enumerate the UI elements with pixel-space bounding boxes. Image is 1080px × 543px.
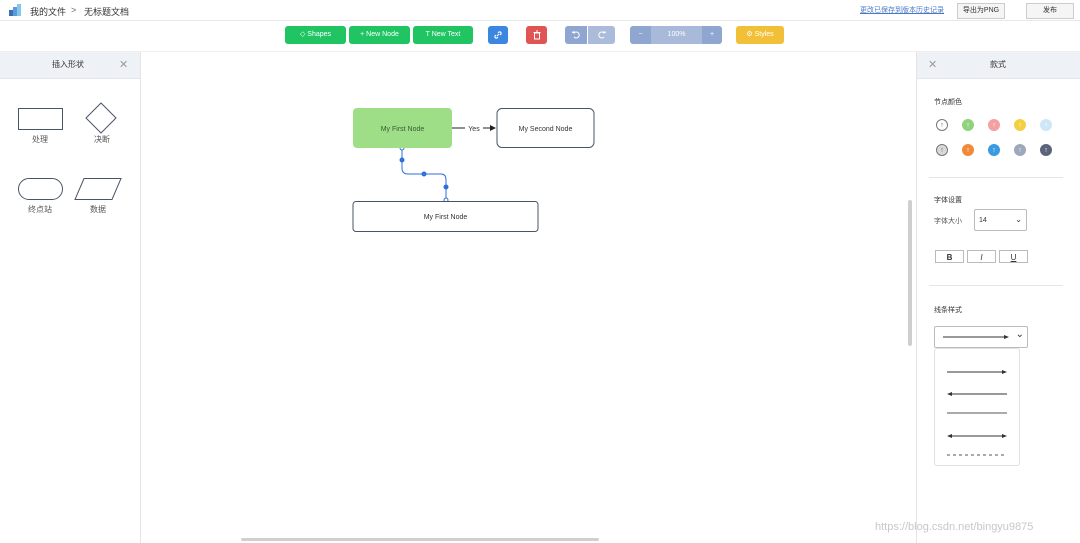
node-second[interactable]	[496, 108, 595, 148]
connector-handle[interactable]	[399, 157, 405, 163]
breadcrumb-root[interactable]: 我的文件	[30, 7, 67, 17]
new-text-button-label: New Text	[431, 31, 461, 38]
diagram-svg: Yes My First Node My Second Node My Firs…	[352, 108, 595, 232]
line-style-select[interactable]: ⌄	[934, 326, 1028, 348]
style-panel-header: ✕ 款式	[917, 52, 1080, 79]
shape-decision-label: 决断	[94, 135, 110, 144]
line-style-option-double-arrow[interactable]	[947, 434, 1007, 438]
style-panel-title: 款式	[990, 60, 1006, 69]
node-color-swatch[interactable]: ↑	[988, 144, 1000, 156]
node-color-title: 节点颜色	[934, 99, 962, 106]
node-color-swatch[interactable]: ↑	[1040, 119, 1052, 131]
font-settings-title: 字体设置	[934, 197, 962, 204]
version-history-link[interactable]: 更改已保存到版本历史记录	[860, 7, 944, 14]
undo-button[interactable]	[565, 26, 587, 44]
redo-button[interactable]	[588, 26, 615, 44]
italic-button[interactable]: I	[967, 250, 996, 263]
line-style-title: 线条样式	[934, 307, 962, 314]
divider	[929, 285, 1063, 286]
toolbar: ◇ Shapes + New Node T New Text − 100% + …	[0, 21, 1080, 52]
gear-icon: ⚙	[746, 31, 755, 38]
line-style-dropdown	[934, 348, 1020, 466]
node-color-swatch[interactable]: ↑	[962, 119, 974, 131]
chevron-down-icon: ⌄	[1015, 329, 1024, 340]
node-second-label: My Second Node	[519, 126, 573, 133]
arrow-right-line-icon	[943, 335, 1009, 339]
export-png-button[interactable]: 导出为PNG	[957, 3, 1005, 19]
node-first-label: My First Node	[381, 126, 425, 133]
diamond-icon: ◇	[299, 31, 308, 38]
node-first[interactable]	[353, 108, 452, 148]
insert-shapes-panel: 插入形状 ✕ 处理 决断 终点站 数据	[0, 52, 141, 543]
text-icon: T	[425, 31, 432, 38]
node-color-swatch[interactable]: ↑	[962, 144, 974, 156]
node-color-swatch[interactable]: ↑	[1014, 144, 1026, 156]
zoom-level: 100%	[651, 26, 702, 44]
trash-icon	[533, 30, 540, 40]
underline-button[interactable]: U	[999, 250, 1028, 263]
breadcrumb-separator: >	[71, 5, 77, 15]
styles-button[interactable]: ⚙ Styles	[736, 26, 784, 44]
node-color-swatch[interactable]: ↑	[1014, 119, 1026, 131]
chevron-down-icon: ⌄	[1015, 215, 1022, 224]
horizontal-scrollbar[interactable]	[241, 538, 599, 541]
shape-decision[interactable]	[85, 102, 117, 134]
styles-button-label: Styles	[754, 31, 774, 38]
edge-arrowhead	[490, 125, 496, 131]
shape-data-label: 数据	[90, 205, 106, 214]
watermark: https://blog.csdn.net/bingyu9875	[875, 521, 1034, 533]
style-panel: ✕ 款式 节点颜色 ↑↑↑↑↑↑↑↑↑↑ 字体设置 字体大小 14 ⌄ B I …	[916, 52, 1080, 543]
shape-process[interactable]	[18, 108, 63, 130]
line-style-options	[947, 370, 1007, 456]
node-third-label: My First Node	[424, 214, 468, 221]
close-icon[interactable]: ✕	[928, 59, 938, 71]
node-color-swatch[interactable]: ↑	[988, 119, 1000, 131]
app-logo-icon	[9, 4, 21, 16]
link-button[interactable]	[488, 26, 508, 44]
shapes-button-label: Shapes	[307, 31, 332, 38]
font-size-value: 14	[979, 217, 987, 224]
node-color-swatch[interactable]: ↑	[936, 119, 948, 131]
zoom-out-button[interactable]: −	[630, 26, 651, 44]
new-text-button[interactable]: T New Text	[413, 26, 473, 44]
shape-process-label: 处理	[32, 135, 48, 144]
bold-button[interactable]: B	[935, 250, 964, 263]
node-color-swatch[interactable]: ↑	[936, 144, 948, 156]
edge-label-bg	[465, 122, 483, 133]
node-color-swatch[interactable]: ↑	[1040, 144, 1052, 156]
font-size-select[interactable]: 14 ⌄	[974, 209, 1027, 231]
connector-handle[interactable]	[421, 171, 427, 177]
publish-button[interactable]: 发布	[1026, 3, 1074, 19]
divider	[929, 177, 1063, 178]
vertical-scrollbar[interactable]	[908, 200, 912, 346]
shapes-button[interactable]: ◇ Shapes	[285, 26, 346, 44]
breadcrumb-document: 无标题文档	[84, 7, 130, 17]
connector-handle[interactable]	[443, 184, 449, 190]
shape-terminal-label: 终点站	[28, 205, 52, 214]
delete-button[interactable]	[526, 26, 547, 44]
link-icon	[494, 31, 502, 39]
line-style-option-arrow-right[interactable]	[947, 370, 1007, 374]
shape-terminal[interactable]	[18, 178, 63, 200]
close-icon[interactable]: ✕	[119, 59, 129, 71]
edge-label-yes: Yes	[468, 126, 480, 133]
font-size-label: 字体大小	[934, 218, 962, 225]
redo-icon	[597, 31, 606, 39]
new-node-button[interactable]: + New Node	[349, 26, 410, 44]
insert-shapes-title: 插入形状	[52, 60, 84, 69]
line-style-option-arrow-left[interactable]	[947, 392, 1007, 396]
zoom-in-button[interactable]: +	[702, 26, 722, 44]
shape-data[interactable]	[74, 178, 122, 200]
top-bar: 我的文件 > 无标题文档 更改已保存到版本历史记录 导出为PNG 发布	[0, 0, 1080, 21]
diagram-canvas[interactable]: Yes My First Node My Second Node My Firs…	[141, 52, 915, 543]
node-third[interactable]	[352, 201, 539, 232]
insert-shapes-header: 插入形状 ✕	[0, 52, 140, 79]
undo-icon	[571, 31, 580, 39]
